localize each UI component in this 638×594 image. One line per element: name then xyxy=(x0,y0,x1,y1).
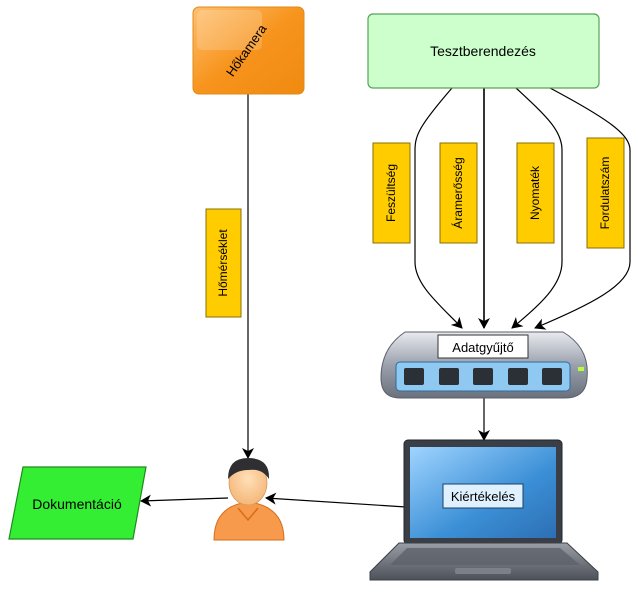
data-collector-label: Adatgyűjtő xyxy=(452,340,513,355)
person-icon xyxy=(213,458,285,541)
edges xyxy=(140,87,631,508)
documentation-label: Dokumentáció xyxy=(32,496,122,512)
edge-label-torque: Nyomaték xyxy=(516,142,555,244)
evaluation-label: Kiértékelés xyxy=(451,489,516,504)
node-evaluation-laptop: Kiértékelés xyxy=(369,439,599,581)
test-device-label: Tesztberendezés xyxy=(430,43,536,59)
node-data-collector: Adatgyűjtő xyxy=(380,331,588,399)
switch-ports xyxy=(404,368,562,385)
voltage-label-text: Feszültség xyxy=(384,164,398,222)
edge-device-to-collector-rpm xyxy=(534,87,631,330)
edge-label-rpm: Fordulatszám xyxy=(586,137,625,249)
current-label-text: Áramerősség xyxy=(450,157,465,228)
rpm-label-text: Fordulatszám xyxy=(598,157,612,230)
torque-label-text: Nyomaték xyxy=(528,165,542,220)
edge-label-temperature: Hőmérséklet xyxy=(205,208,242,318)
edge-label-voltage: Feszültség xyxy=(372,142,411,244)
temperature-label-text: Hőmérséklet xyxy=(216,229,230,297)
edge-person-to-documentation xyxy=(140,494,229,507)
edge-device-to-collector-voltage xyxy=(414,87,463,329)
edge-laptop-to-person xyxy=(265,492,407,508)
node-thermal-camera: Hőkamera xyxy=(192,6,305,95)
edge-label-current: Áramerősség xyxy=(439,142,478,244)
edge-device-to-collector-torque xyxy=(511,87,563,329)
node-test-device: Tesztberendezés xyxy=(367,13,600,89)
node-documentation: Dokumentáció xyxy=(8,466,147,540)
